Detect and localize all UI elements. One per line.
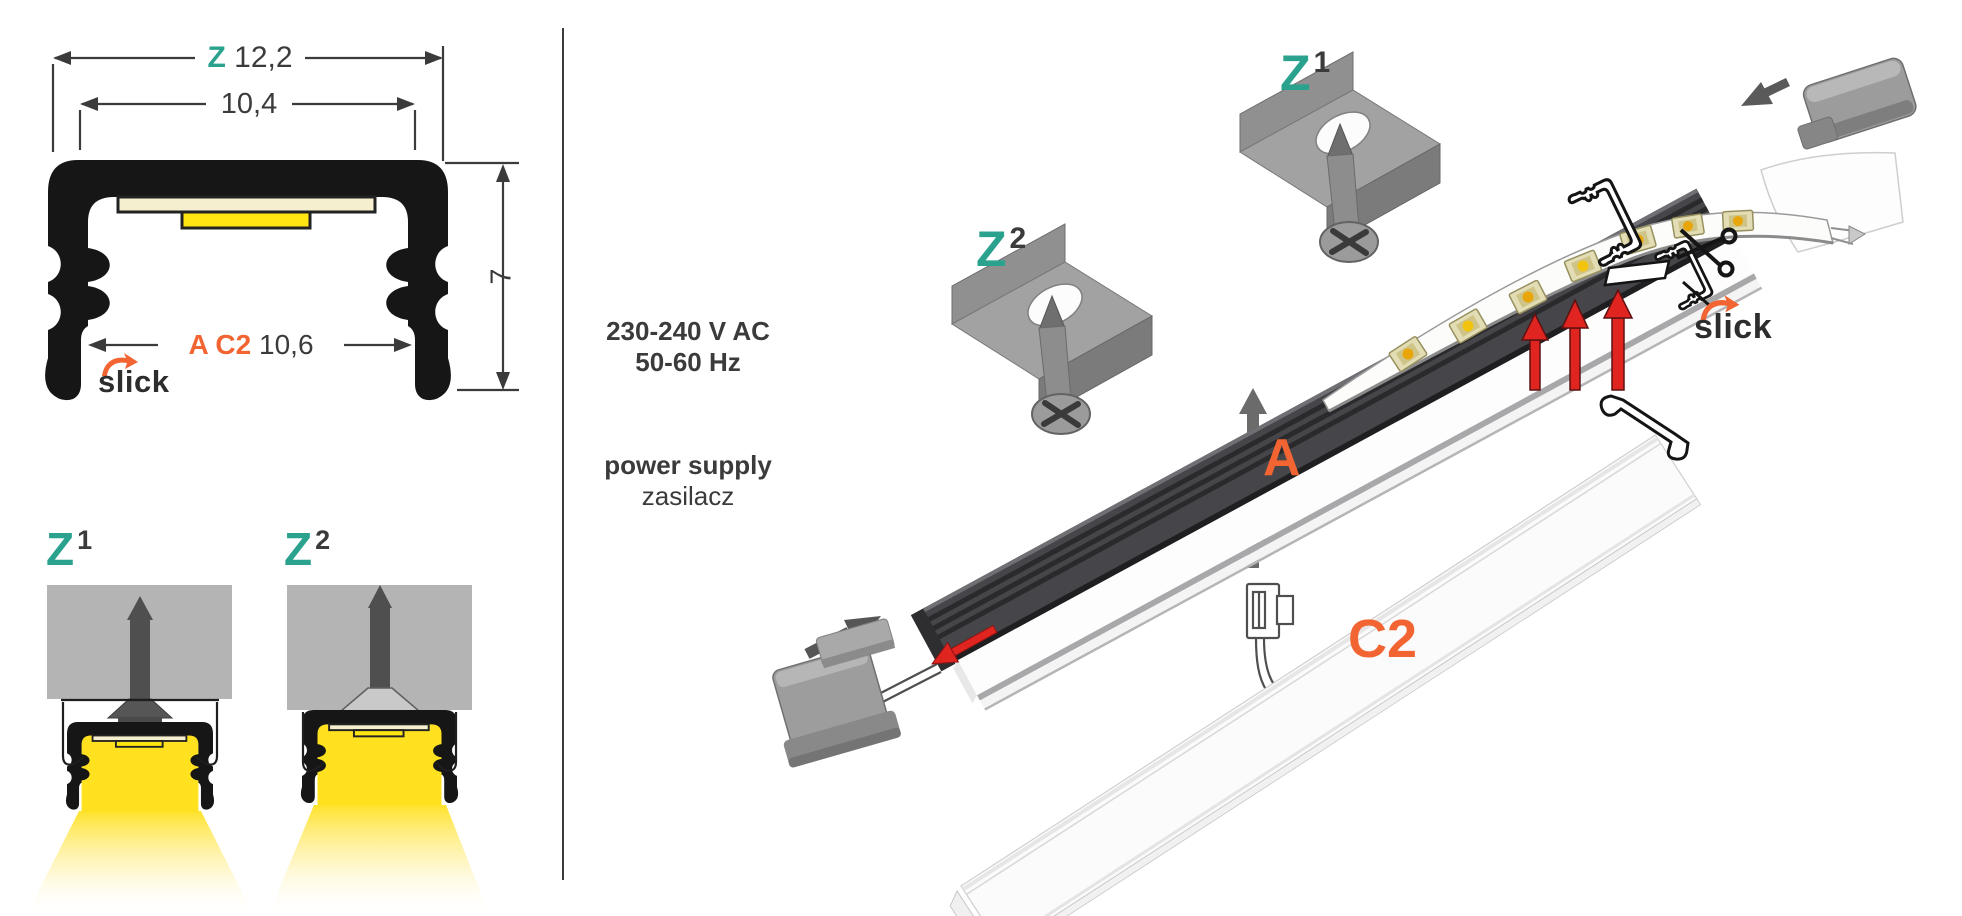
- clip-outline: [301, 712, 458, 772]
- light-beam: [268, 805, 490, 916]
- power-frequency: 50-60 Hz: [635, 347, 741, 377]
- dim-top: Z 12,2: [195, 41, 305, 75]
- panel-divider: [562, 28, 564, 880]
- logo-text: slick: [1694, 308, 1773, 346]
- dim-top-label: Z: [207, 41, 226, 74]
- cross-section-diagram: [26, 46, 519, 916]
- dim-inner: 10,4: [206, 88, 292, 121]
- dim-height: 7: [485, 268, 518, 285]
- power-label: power supply zasilacz: [588, 450, 788, 512]
- profile-a-label: A: [1263, 429, 1301, 487]
- mounting-clip-z2: [951, 223, 1153, 435]
- pcb-strip: [116, 195, 377, 214]
- power-plug-icon: [1245, 582, 1295, 640]
- end-cap-plain: [1797, 57, 1917, 150]
- dim-top-value: 12,2: [234, 41, 293, 74]
- profile-cross-section: [45, 160, 451, 401]
- dim-bottom-label: A C2: [188, 329, 252, 360]
- clip-outline: [61, 698, 219, 766]
- screw-icon: [368, 585, 392, 690]
- logo-arrow-icon: [1700, 295, 1740, 320]
- mounting-z2-scene: [268, 585, 490, 916]
- power-label-pl: zasilacz: [641, 481, 735, 511]
- power-label-en: power supply: [604, 450, 772, 480]
- scissors-icon: [1676, 227, 1738, 278]
- slide-arrow-icon: [930, 624, 998, 665]
- mounting-z1-scene: [26, 585, 254, 916]
- brand-logo: slick: [1694, 294, 1772, 346]
- clip-screw-icon: [1031, 294, 1091, 435]
- led-chip: [180, 210, 312, 230]
- end-cap-cable: [772, 618, 901, 768]
- press-arrow-icon: [1520, 288, 1634, 391]
- clip-screw-icon: [1319, 122, 1379, 263]
- dim-bottom-value: 10,6: [259, 329, 314, 360]
- dim-top-line: [51, 46, 445, 161]
- assembly-diagram: [772, 51, 1917, 916]
- power-voltage: 230-240 V AC: [606, 316, 770, 346]
- dim-bottom: A C2 10,6: [158, 329, 344, 361]
- cover-c2-label: C2: [1348, 609, 1418, 669]
- power-spec: 230-240 V AC 50-60 Hz: [588, 316, 788, 378]
- logo-arrow-icon: [102, 353, 138, 376]
- cover-end-outline: [1599, 394, 1690, 461]
- logo-text: slick: [98, 364, 170, 399]
- dim-height-line: [445, 161, 519, 392]
- dim-inner-line: [78, 102, 417, 150]
- cut-section-outline: [1567, 178, 1714, 311]
- cover-c2-body: [949, 434, 1702, 916]
- light-beam: [26, 811, 254, 916]
- screw-icon: [106, 596, 174, 724]
- mounting-clip-z1: [1239, 51, 1441, 263]
- cap-arrow-icon: [1741, 77, 1790, 106]
- brand-logo: slick: [98, 352, 169, 399]
